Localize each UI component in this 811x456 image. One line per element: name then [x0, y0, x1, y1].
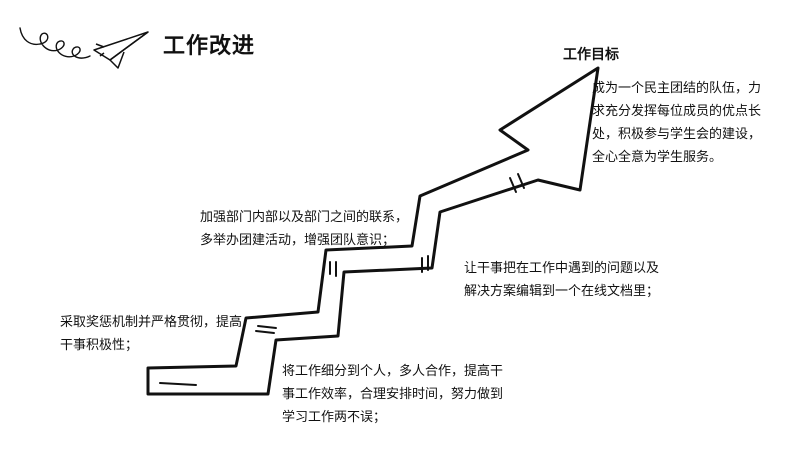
step-text-1: 采取奖惩机制并严格贯彻，提高干事积极性； [60, 315, 243, 353]
goal-text: 成为一个民主团结的队伍，力求充分发挥每位成员的优点长处，积极参与学生会的建设，全… [592, 81, 762, 165]
loop-line-doodle [19, 27, 91, 59]
goal-heading: 工作目标 [563, 47, 619, 63]
paper-plane-icon [93, 31, 149, 69]
step-text-2: 加强部门内部以及部门之间的联系，多举办团建活动，增强团队意识； [200, 210, 409, 248]
step-text-4: 让干事把在工作中遇到的问题以及解决方案编辑到一个在线文档里； [464, 261, 660, 299]
step-text-3: 将工作细分到个人，多人合作，提高干事工作效率，合理安排时间，努力做到学习工作两不… [282, 364, 504, 425]
staircase-arrow [146, 66, 600, 396]
page-title: 工作改进 [163, 34, 256, 59]
